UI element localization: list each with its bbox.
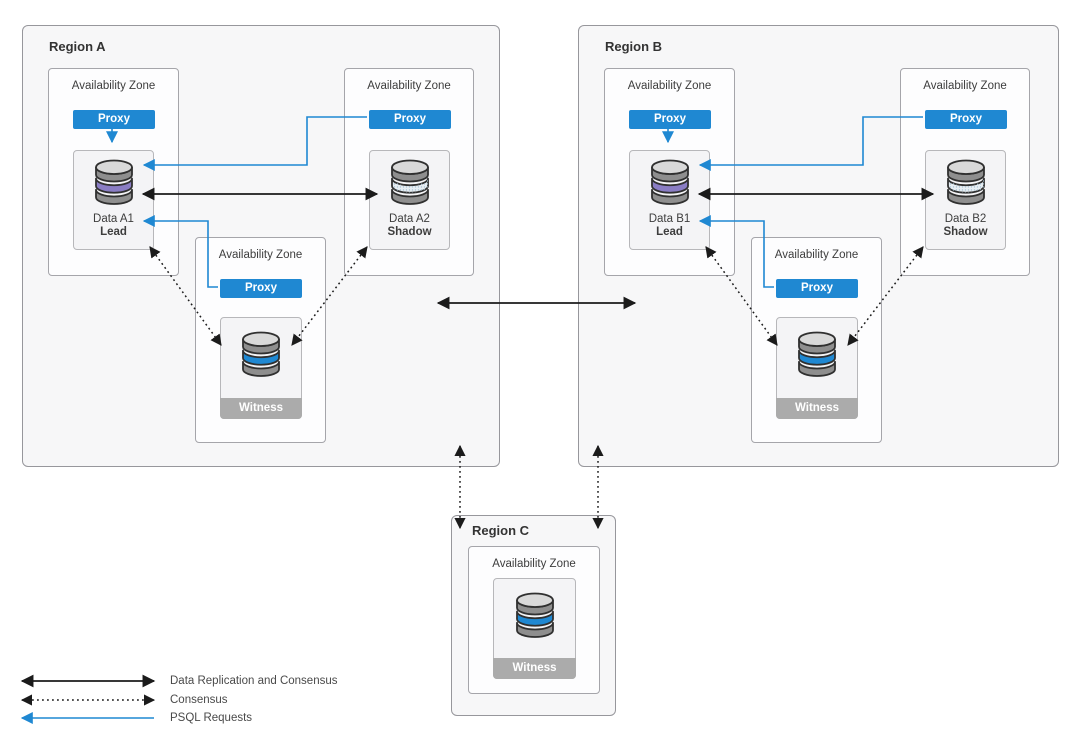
region-b-label: Region B — [605, 39, 663, 54]
region-b-zone2-proxy: Proxy — [925, 110, 1007, 129]
witness-a-database-icon — [238, 331, 284, 379]
legend-replication-label: Data Replication and Consensus — [170, 675, 338, 687]
legend-psql-label: PSQL Requests — [170, 712, 253, 724]
data-b2-database-icon — [943, 159, 989, 207]
region-a-label: Region A — [49, 39, 106, 54]
data-b2-name: Data B2 — [944, 213, 987, 225]
witness-c-card: Witness — [492, 578, 577, 680]
availability-zone-label: Availability Zone — [218, 249, 303, 261]
data-b1-name: Data B1 — [648, 213, 691, 225]
data-a1-role: Lead — [100, 226, 127, 238]
data-b1-card: Data B1 Lead — [629, 150, 710, 250]
region-a-zone-1: Availability Zone Proxy Data A1 Lead — [48, 68, 179, 276]
witness-c-database-icon — [512, 592, 558, 640]
region-a: Region A Availability Zone Proxy Data A1… — [22, 25, 500, 467]
availability-zone-label: Availability Zone — [923, 80, 1007, 92]
data-b1-database-icon — [647, 159, 693, 207]
region-b-zone1-proxy: Proxy — [629, 110, 711, 129]
witness-b-database-icon — [794, 331, 840, 379]
availability-zone-label: Availability Zone — [492, 558, 576, 570]
witness-a-card: Witness — [219, 317, 303, 420]
data-b1-role: Lead — [656, 226, 683, 238]
availability-zone-label: Availability Zone — [627, 80, 712, 92]
region-b-zone-2: Availability Zone Proxy Data B2 Shadow — [900, 68, 1030, 276]
availability-zone-label: Availability Zone — [774, 249, 859, 261]
availability-zone-label: Availability Zone — [367, 80, 451, 92]
availability-zone-label: Availability Zone — [71, 80, 156, 92]
region-a-zone1-proxy: Proxy — [73, 110, 155, 129]
region-c-label: Region C — [472, 523, 530, 538]
witness-b-role: Witness — [775, 398, 859, 420]
witness-c-role: Witness — [492, 658, 577, 680]
region-a-zone2-proxy: Proxy — [369, 110, 451, 129]
data-a2-role: Shadow — [387, 226, 432, 238]
data-a2-name: Data A2 — [389, 213, 430, 225]
region-a-zone-3: Availability Zone Proxy Witness — [195, 237, 326, 443]
region-b-zone-1: Availability Zone Proxy Data B1 Lead — [604, 68, 735, 276]
data-a2-database-icon — [387, 159, 433, 207]
data-a1-card: Data A1 Lead — [73, 150, 154, 250]
data-b2-card: Data B2 Shadow — [925, 150, 1006, 250]
data-a1-database-icon — [91, 159, 137, 207]
data-a1-name: Data A1 — [93, 213, 134, 225]
witness-b-card: Witness — [775, 317, 859, 420]
witness-a-role: Witness — [219, 398, 303, 420]
region-b-zone3-proxy: Proxy — [776, 279, 858, 298]
region-b: Region B Availability Zone Proxy Data B1… — [578, 25, 1059, 467]
region-b-zone-3: Availability Zone Proxy Witness — [751, 237, 882, 443]
region-a-zone3-proxy: Proxy — [220, 279, 302, 298]
region-a-zone-2: Availability Zone Proxy Data A2 Shadow — [344, 68, 474, 276]
legend-consensus-label: Consensus — [170, 694, 228, 706]
region-c: Region C Availability Zone Witness — [451, 515, 616, 716]
data-a2-card: Data A2 Shadow — [369, 150, 450, 250]
data-b2-role: Shadow — [943, 226, 988, 238]
region-c-zone-1: Availability Zone Witness — [468, 546, 600, 694]
